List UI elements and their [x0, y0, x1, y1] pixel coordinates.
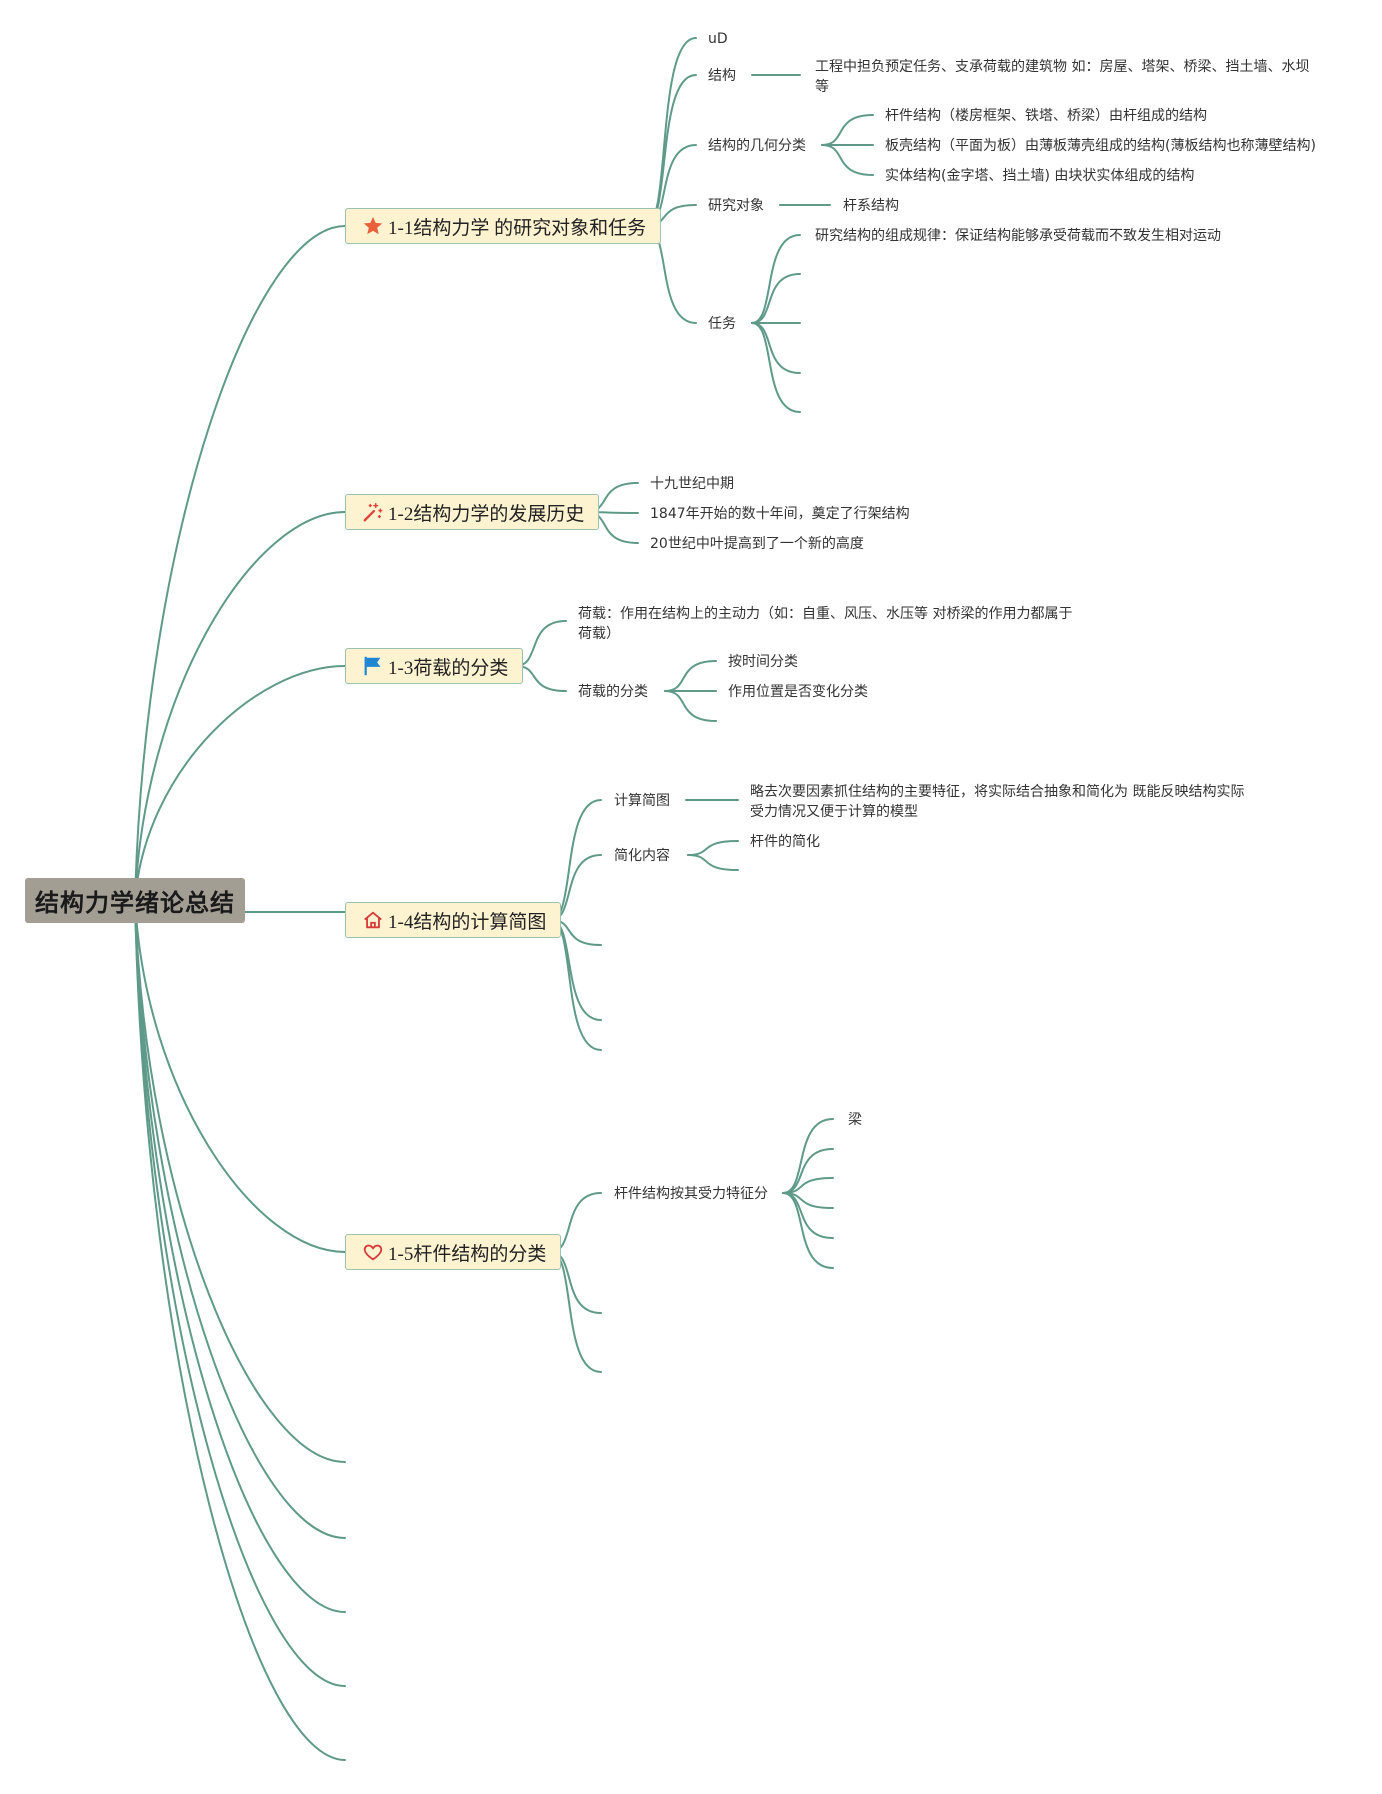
connector-8 — [134, 899, 346, 1687]
topic-simplification-content[interactable]: 简化内容 — [614, 848, 670, 864]
branch-label: 1-1结构力学 的研究对象和任务 — [388, 217, 647, 239]
connector-11 — [645, 74, 697, 227]
magic-wand-icon — [362, 501, 384, 523]
topic-load-definition[interactable]: 荷载：作用在结构上的主动力（如：自重、风压、水压等 对桥梁的作用力都属于荷载） — [578, 606, 1073, 642]
topic-shell-structure[interactable]: 板壳结构（平面为板）由薄板薄壳组成的结构(薄板结构也称薄壁结构) — [885, 138, 1316, 154]
topic-task-composition-rule[interactable]: 研究结构的组成规律：保证结构能够承受荷载而不致发生相对运动 — [815, 228, 1221, 244]
connector-48 — [782, 1192, 834, 1239]
branch-label: 1-3荷载的分类 — [388, 657, 509, 679]
topic-structure[interactable]: 结构 — [708, 68, 736, 84]
branch-1-2[interactable]: 1-2结构力学的发展历史 — [345, 494, 600, 530]
connector-28 — [515, 620, 567, 667]
topic-bar-structure[interactable]: 杆件结构（楼房框架、铁塔、桥梁）由杆组成的结构 — [885, 108, 1207, 124]
connector-9 — [134, 899, 346, 1761]
topic-task[interactable]: 任务 — [708, 316, 736, 332]
branch-1-4[interactable]: 1-4结构的计算简图 — [345, 902, 562, 938]
connector-45 — [782, 1148, 834, 1194]
branch-label: 1-2结构力学的发展历史 — [388, 503, 585, 525]
topic-20th-century[interactable]: 20世纪中叶提高到了一个新的高度 — [650, 536, 864, 552]
topic-by-time[interactable]: 按时间分类 — [728, 654, 798, 670]
branch-1-1[interactable]: 1-1结构力学 的研究对象和任务 — [345, 208, 662, 244]
flag-icon — [362, 655, 384, 677]
connector-1 — [134, 511, 346, 901]
connector-24 — [751, 322, 801, 413]
topic-bar-system[interactable]: 杆系结构 — [843, 198, 899, 214]
connector-0 — [134, 225, 346, 901]
connector-18 — [821, 144, 874, 176]
connector-16 — [821, 114, 874, 146]
topic-load-classification[interactable]: 荷载的分类 — [578, 684, 648, 700]
branch-label: 1-5杆件结构的分类 — [388, 1243, 547, 1265]
topic-structure-definition[interactable]: 工程中担负预定任务、支承荷载的建筑物 如：房屋、塔架、桥梁、挡土墙、水坝等 — [815, 59, 1310, 95]
heart-icon — [362, 1241, 384, 1263]
connector-49 — [782, 1192, 834, 1269]
topic-mid-19th-century[interactable]: 十九世纪中期 — [650, 476, 734, 492]
topic-beam[interactable]: 梁 — [848, 1112, 862, 1128]
connector-6 — [134, 899, 346, 1539]
topic-research-object[interactable]: 研究对象 — [708, 198, 764, 214]
branch-label: 1-4结构的计算简图 — [388, 911, 547, 933]
connector-7 — [134, 899, 346, 1613]
topic-bar-simplification[interactable]: 杆件的简化 — [750, 834, 820, 850]
connector-4 — [134, 899, 346, 1253]
topic-computing-diagram-definition[interactable]: 略去次要因素抓住结构的主要特征，将实际结合抽象和简化为 既能反映结构实际受力情况… — [750, 784, 1245, 820]
branch-1-5[interactable]: 1-5杆件结构的分类 — [345, 1234, 562, 1270]
connector-44 — [782, 1118, 834, 1194]
topic-geometric-classification[interactable]: 结构的几何分类 — [708, 138, 806, 154]
star-icon — [362, 215, 384, 237]
connector-23 — [751, 322, 801, 374]
connector-21 — [751, 273, 801, 324]
connector-29 — [515, 665, 567, 692]
connector-39 — [687, 840, 739, 856]
home-icon — [362, 909, 384, 931]
topic-computing-diagram[interactable]: 计算简图 — [614, 793, 670, 809]
topic-1847-truss[interactable]: 1847年开始的数十年间，奠定了行架结构 — [650, 506, 910, 522]
topic-bar-structure-by-force[interactable]: 杆件结构按其受力特征分 — [614, 1186, 768, 1202]
connector-5 — [134, 899, 346, 1463]
connector-32 — [664, 690, 717, 722]
connector-40 — [687, 854, 739, 871]
root-topic[interactable]: 结构力学绪论总结 — [25, 878, 245, 923]
connector-2 — [134, 665, 346, 901]
topic-ud[interactable]: uD — [708, 31, 728, 47]
connector-20 — [751, 234, 801, 324]
connector-10 — [645, 37, 697, 227]
connector-30 — [664, 660, 717, 692]
branch-1-3[interactable]: 1-3荷载的分类 — [345, 648, 524, 684]
topic-solid-structure[interactable]: 实体结构(金字塔、挡土墙) 由块状实体组成的结构 — [885, 168, 1195, 184]
topic-by-position[interactable]: 作用位置是否变化分类 — [728, 684, 868, 700]
